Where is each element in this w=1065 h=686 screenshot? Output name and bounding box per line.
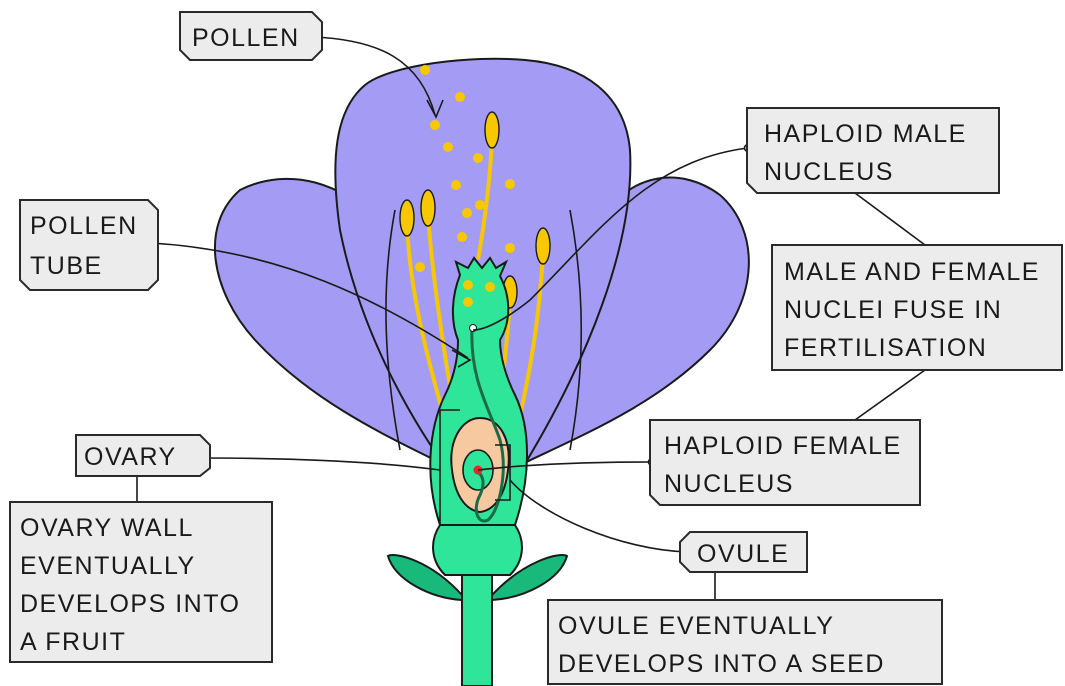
label-pollen-tube: POLLEN TUBE bbox=[20, 200, 158, 290]
label-fusion-note-line-1: MALE AND FEMALE bbox=[784, 258, 1040, 286]
label-pollen-text: POLLEN bbox=[192, 24, 300, 52]
label-pollen-tube-line-2: TUBE bbox=[30, 252, 103, 280]
label-ovule: OVULE bbox=[680, 532, 807, 572]
label-ovary-text: OVARY bbox=[84, 443, 177, 471]
label-haploid-female-nucleus-line-2: NUCLEUS bbox=[664, 470, 794, 498]
label-pollen: POLLEN bbox=[180, 12, 322, 60]
label-ovary-note-line-3: DEVELOPS INTO bbox=[20, 590, 241, 618]
label-ovary-note-line-1: OVARY WALL bbox=[20, 514, 194, 542]
label-haploid-female-nucleus-line-1: HAPLOID FEMALE bbox=[664, 432, 902, 460]
label-ovary: OVARY bbox=[76, 435, 210, 476]
label-haploid-male-nucleus-line-2: NUCLEUS bbox=[764, 158, 894, 186]
label-haploid-male-nucleus-line-1: HAPLOID MALE bbox=[764, 120, 967, 148]
receptacle bbox=[433, 525, 522, 575]
flower-stem bbox=[462, 570, 492, 686]
label-ovary-note-line-4: A FRUIT bbox=[20, 628, 126, 656]
label-fusion-note-line-2: NUCLEI FUSE IN bbox=[784, 296, 1002, 324]
label-fusion-note: MALE AND FEMALE NUCLEI FUSE IN FERTILISA… bbox=[772, 245, 1062, 370]
label-ovule-note-line-2: DEVELOPS INTO A SEED bbox=[558, 650, 885, 678]
label-ovary-note: OVARY WALL EVENTUALLY DEVELOPS INTO A FR… bbox=[10, 502, 272, 662]
label-pollen-tube-line-1: POLLEN bbox=[30, 212, 138, 240]
label-ovary-note-line-2: EVENTUALLY bbox=[20, 552, 196, 580]
label-ovule-note: OVULE EVENTUALLY DEVELOPS INTO A SEED bbox=[548, 600, 942, 684]
label-haploid-male-nucleus: HAPLOID MALE NUCLEUS bbox=[747, 108, 999, 193]
label-haploid-female-nucleus: HAPLOID FEMALE NUCLEUS bbox=[650, 420, 920, 505]
label-ovule-text: OVULE bbox=[697, 540, 789, 568]
label-ovule-note-line-1: OVULE EVENTUALLY bbox=[558, 612, 834, 640]
flower-illustration bbox=[215, 59, 749, 686]
label-fusion-note-line-3: FERTILISATION bbox=[784, 334, 987, 362]
